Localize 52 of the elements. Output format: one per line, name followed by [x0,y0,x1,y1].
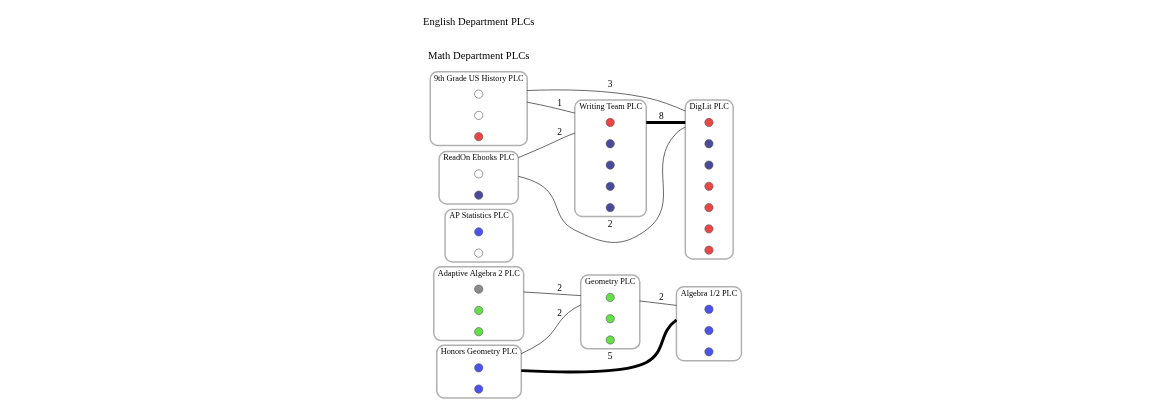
node-circle [474,362,484,372]
edge-label: 3 [607,78,613,89]
edge-label: 2 [607,218,613,229]
node-circle [605,138,615,148]
cluster: 9th Grade US History PLC [429,70,528,146]
edge-label: 2 [557,307,563,318]
node-circle [605,181,615,191]
node-circle [704,138,714,148]
edge-label: 8 [659,110,664,121]
cluster: Algebra 1/2 PLC [675,285,743,361]
node-circle [605,292,615,302]
label: Math Department PLCs [427,49,530,61]
node-circle [474,110,484,120]
node-circle [704,202,714,212]
node-circle [605,313,615,323]
node-circle [474,190,484,200]
node-circle [474,248,484,258]
node-circle [605,335,615,344]
cluster: ReadOn Ebooks PLC [438,150,520,205]
cluster: Geometry PLC [579,273,641,350]
cluster: Honors Geometry PLC [436,344,522,399]
connector [521,318,678,373]
connector [646,120,686,124]
cluster: DigLit PLC [684,98,734,260]
node-circle [474,226,484,236]
node-circle [704,181,714,191]
node-circle [704,117,714,127]
node-circle [704,223,714,233]
node-circle [474,284,484,294]
node-circle [605,160,615,169]
edge-label: 2 [557,126,563,137]
node-circle [474,89,484,99]
node-circle [704,304,714,314]
edge-label: 5 [607,350,613,361]
node-circle [474,305,484,315]
node-circle [704,160,714,169]
node-circle [474,168,484,178]
node-circle [605,117,615,127]
cluster: AP Statistics PLC [444,208,514,263]
node-circle [605,202,615,212]
edge-label: 2 [659,291,664,302]
edge-label: 2 [557,282,563,293]
cluster: Adaptive Algebra 2 PLC [433,265,525,341]
node-circle [474,326,484,336]
node-circle [704,245,714,255]
node-circle [474,131,484,141]
label: English Department PLCs [422,15,535,27]
node-circle [704,346,714,356]
edge-label: 1 [557,97,563,108]
node-circle [474,384,484,393]
node-circle [704,325,714,335]
cluster: Writing Team PLC [574,98,648,217]
